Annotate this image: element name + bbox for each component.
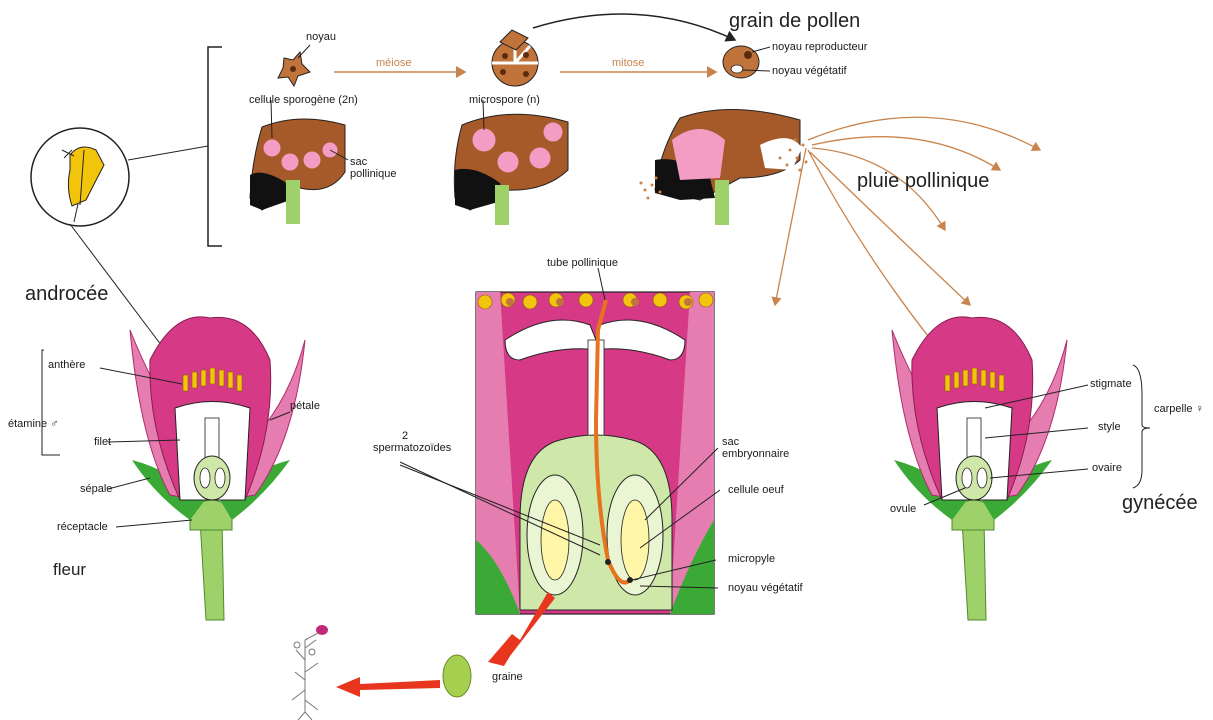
label-spermatozoides: 2 spermatozoïdes — [373, 430, 437, 454]
label-filet: filet — [94, 436, 111, 448]
label-sac-embryonnaire: sac embryonnaire — [722, 436, 790, 460]
label-meiose: méiose — [376, 57, 411, 69]
label-anthere: anthère — [48, 359, 85, 371]
label-pluie-pollinique: pluie pollinique — [857, 170, 989, 192]
magnifier-link — [128, 146, 208, 160]
top-bracket — [208, 47, 222, 246]
label-androcee: androcée — [25, 283, 108, 305]
label-gynecee: gynécée — [1122, 492, 1198, 514]
magnifier-stamen — [31, 128, 129, 226]
label-etamine: étamine ♂ — [8, 418, 58, 430]
label-sepale: sépale — [80, 483, 112, 495]
label-micropyle: micropyle — [728, 553, 775, 565]
sporogenous-cell — [278, 52, 310, 86]
label-grain-de-pollen: grain de pollen — [729, 10, 860, 32]
seedling — [292, 640, 318, 720]
label-cellule-oeuf: cellule oeuf — [728, 484, 784, 496]
label-graine: graine — [492, 671, 523, 683]
label-microspore: microspore (n) — [469, 94, 540, 106]
label-mitose: mitose — [612, 57, 644, 69]
microspore-tetrad — [492, 30, 538, 86]
label-sac-pollinique: sac pollinique — [350, 156, 400, 180]
label-tube-pollinique: tube pollinique — [547, 257, 618, 269]
label-carpelle: carpelle ♀ — [1154, 403, 1204, 415]
label-ovaire: ovaire — [1092, 462, 1122, 474]
seed — [443, 655, 471, 697]
pollen-grain — [723, 46, 759, 78]
pollen-rain-arrows — [775, 117, 1040, 345]
label-noyau-reproducteur: noyau reproducteur — [772, 41, 867, 53]
label-fleur: fleur — [53, 560, 86, 579]
label-stigmate: stigmate — [1090, 378, 1132, 390]
label-petale: pétale — [290, 400, 320, 412]
label-receptacle: réceptacle — [57, 521, 108, 533]
label-noyau: noyau — [306, 31, 336, 43]
anther-3 — [655, 109, 802, 225]
label-noyau-vegetatif-top: noyau végétatif — [772, 65, 847, 77]
right-flower — [892, 317, 1067, 620]
label-noyau-vegetatif-bottom: noyau végétatif — [728, 582, 803, 594]
anther-1 — [250, 119, 345, 224]
label-ovule: ovule — [890, 503, 916, 515]
anther-2 — [454, 114, 568, 225]
label-cellule-sporogene: cellule sporogène (2n) — [249, 94, 358, 106]
central-detail — [476, 292, 714, 614]
left-flower — [130, 317, 305, 620]
label-style: style — [1098, 421, 1121, 433]
